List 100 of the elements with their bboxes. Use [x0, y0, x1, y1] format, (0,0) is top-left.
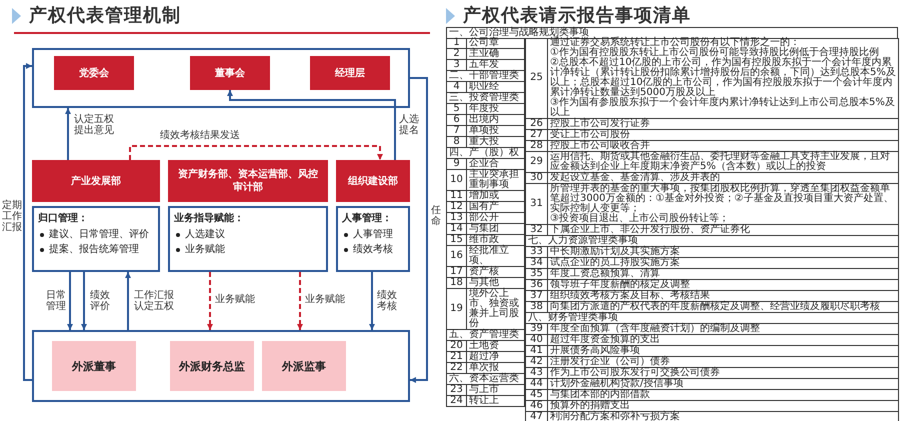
cell-text: ③投资项目退出、上市公司股份转让等； [550, 214, 730, 224]
row-number: 31 [526, 184, 548, 225]
dispatched-role-box: 外派董事 [52, 341, 136, 391]
table-cell: 试点企业的员工持股实施方案 [548, 258, 899, 269]
table-cell: 超过年度资金预算的支出 [548, 335, 899, 346]
row-number: 37 [526, 291, 548, 302]
row-number: 25 [526, 38, 548, 119]
edge-label: 认定五权提出意见 [74, 114, 115, 136]
table-cell: 发起设立基金、基金清算、涉及并表的 [548, 173, 899, 184]
group-frame [32, 330, 410, 402]
table-cell: 年度工资总额预算、清算 [548, 269, 899, 280]
table-cell: 与上市 [467, 385, 525, 396]
row-number: 12 [447, 202, 467, 213]
section-heading: 六、资本运营类 [447, 374, 525, 385]
edge-label: 绩效考核结果发送 [160, 130, 241, 141]
connector-arrow [67, 272, 73, 330]
row-number: 24 [447, 396, 467, 407]
row-number: 43 [526, 368, 548, 379]
cell-text: ①作为国有控股股东转让上市公司股份可能导致持股比例低于合理持股比例 [550, 48, 879, 58]
row-number: 23 [447, 385, 467, 396]
duty-item: 业务赋能 [185, 244, 225, 256]
row-number: 20 [447, 341, 467, 352]
table-cell: 作为上市公司股东发行可交换公司债券 [548, 368, 899, 379]
department-header: 组织建设部 [336, 160, 410, 202]
dispatched-role-box: 外派监事 [262, 341, 346, 391]
connector-arrow [65, 108, 71, 160]
table-cell: 控股上市公司吸收合并 [548, 141, 899, 152]
row-number: 34 [526, 258, 548, 269]
section-heading: 八、财务管理类事项 [526, 313, 899, 324]
row-number: 35 [526, 269, 548, 280]
table-cell: 向集团方派遣的产权代表的年度薪酬核定及调整、经营业绩及履职尽职考核 [548, 302, 899, 313]
table-cell: 计划外金融机构贷款/授信事项 [548, 379, 899, 390]
edge-label: 绩效评价 [90, 290, 111, 312]
row-number: 40 [526, 335, 548, 346]
table-cell: 单项投 [467, 126, 525, 137]
table-cell: 部公开 [467, 213, 525, 224]
row-number: 41 [526, 346, 548, 357]
section-heading: 四、产（股）权 [447, 148, 525, 159]
row-number: 29 [526, 152, 548, 173]
table-cell: 中长期激励计划及其实施方案 [548, 247, 899, 258]
table-cell: 转让上 [467, 396, 525, 407]
edge-label: 工作汇报认定五权 [134, 290, 175, 312]
table-cell: 下属企业上市、非公开发行股份、资产证券化 [548, 225, 899, 236]
edge-label: 绩效考核 [377, 290, 398, 312]
row-number: 11 [447, 191, 467, 202]
row-number: 33 [526, 247, 548, 258]
row-number: 7 [447, 126, 467, 137]
connector-arrow [129, 145, 383, 160]
table-cell: 运用信托、期货或其他金融衍生品、委托理财等金融工具支持主业发展，且对应金额达到企业上年度期末净资产5%（含本数）或以上的投资 [548, 152, 899, 173]
row-number: 39 [526, 324, 548, 335]
connector-arrow [297, 272, 303, 330]
row-number: 2 [447, 49, 467, 60]
duty-heading: 业务指导赋能： [174, 213, 245, 225]
row-number: 14 [447, 224, 467, 235]
row-number: 36 [526, 280, 548, 291]
row-number: 6 [447, 115, 467, 126]
table-cell: 利润分配方案和弥补亏损方案 [548, 412, 899, 421]
table-cell: 企业合 [467, 159, 525, 170]
row-number: 45 [526, 390, 548, 401]
edge-label: 业务赋能 [215, 294, 256, 305]
governance-box: 董事会 [190, 56, 270, 90]
duty-heading: 归口管理： [38, 213, 89, 225]
table-cell: 年度投 [467, 104, 525, 115]
row-number: 13 [447, 213, 467, 224]
row-number: 30 [526, 173, 548, 184]
table-cell: 资产核 [467, 267, 525, 278]
department-header: 产业发展部 [32, 160, 160, 202]
duty-item: 建议、日常管理、评价 [49, 229, 149, 241]
row-number: 19 [447, 289, 467, 330]
section-heading: 五、资产管理类 [447, 330, 525, 341]
dispatched-role-box: 外派财务总监 [170, 341, 254, 391]
connector-arrow [227, 90, 396, 160]
table-cell: 与集团本部的内部借款 [548, 390, 899, 401]
row-number: 18 [447, 278, 467, 289]
table-cell: 重大投 [467, 137, 525, 148]
section-heading: 一、公司治理与战略规划类事项 [446, 27, 898, 39]
cell-text: 所管理并表的基金的重大事项，按集团股权比例折算，穿透至集团权益金额单笔超过3000万金额的：①基金对外投资；②子基金及直投项目重大资产处置、实际控制人变更等； [550, 184, 894, 214]
section-heading: 三、投资管理类 [447, 93, 525, 104]
row-number: 26 [526, 119, 548, 130]
diagram-title: 产权代表管理机制 [29, 5, 181, 27]
table-cell: 经批准立项、 [467, 246, 525, 267]
duty-item: 绩效考核 [353, 244, 393, 256]
row-number: 1 [447, 38, 467, 49]
row-number: 42 [526, 357, 548, 368]
table-cell: 年度全面预算（含年度融资计划）的编制及调整 [548, 324, 899, 335]
table-cell: 出境内 [467, 115, 525, 126]
row-number: 46 [526, 401, 548, 412]
cell-text: ③作为国有参股股东拟于一个会计年度内累计净转让达到上市公司总股本5%及以上 [550, 98, 896, 118]
row-number: 17 [447, 267, 467, 278]
table-cell: 土地资 [467, 341, 525, 352]
table-cell: 与集团 [467, 224, 525, 235]
edge-label: 定期工作汇报 [2, 200, 23, 233]
row-number: 44 [526, 379, 548, 390]
edge-label: 业务赋能 [305, 294, 346, 305]
row-number: 38 [526, 302, 548, 313]
connector-arrow [125, 272, 131, 330]
row-number: 4 [447, 82, 467, 93]
duty-heading: 人事管理： [342, 213, 393, 225]
table-cell: 组织绩效考核方案及目标、考核结果 [548, 291, 899, 302]
table-cell: 主业确 [467, 49, 525, 60]
